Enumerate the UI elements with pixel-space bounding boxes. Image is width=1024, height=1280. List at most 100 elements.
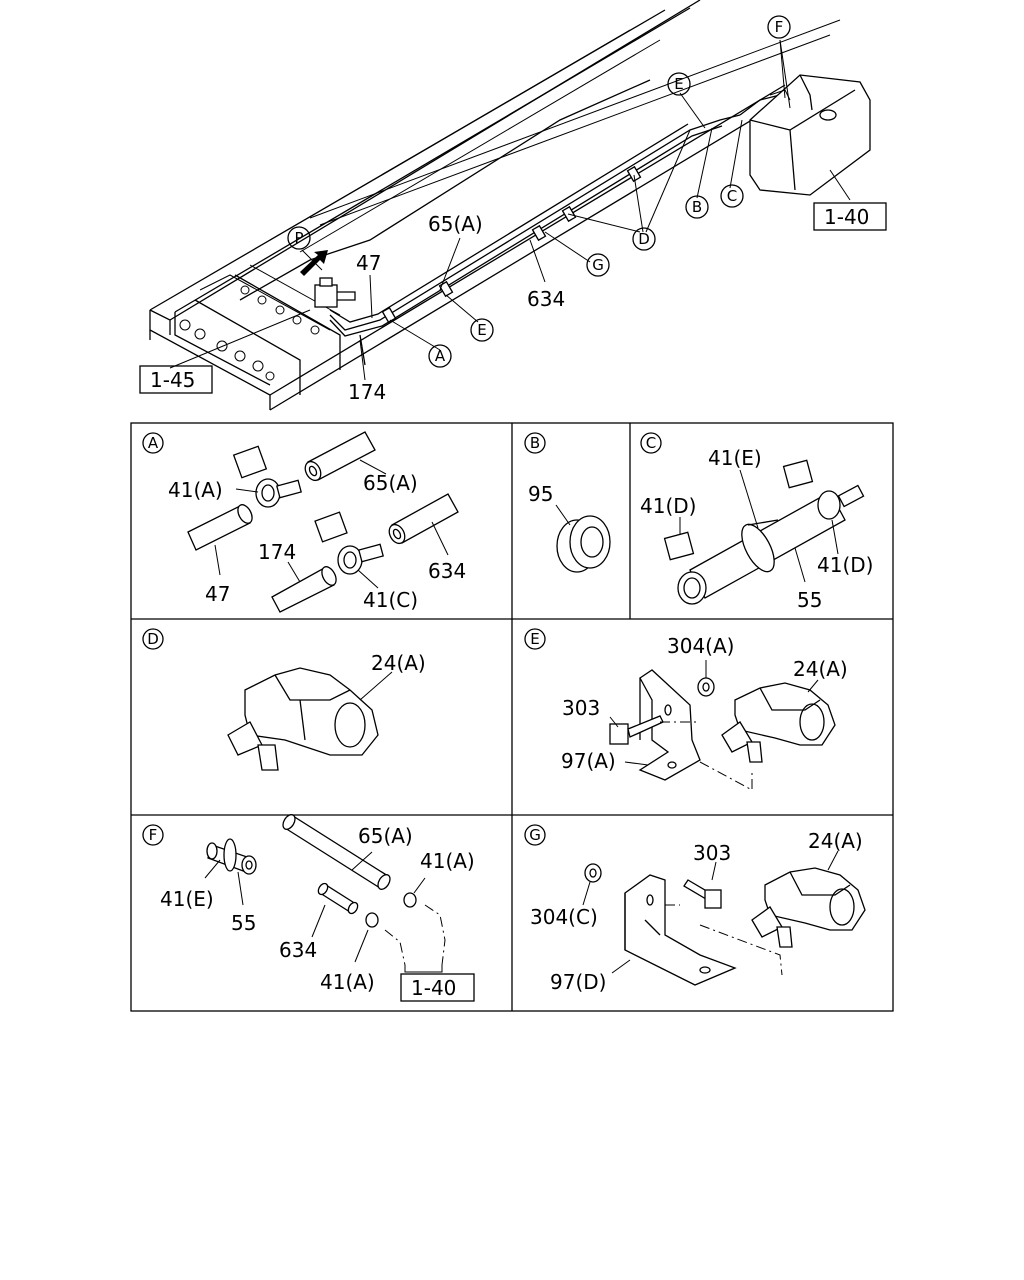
nut-304a xyxy=(697,677,715,697)
hose-634 xyxy=(388,493,459,545)
label-55: 55 xyxy=(231,911,256,935)
pipe-55-with-clip xyxy=(206,838,257,875)
clip-24a xyxy=(751,867,866,948)
clamp-41d-left xyxy=(663,531,695,561)
label-304c: 304(C) xyxy=(530,905,598,929)
panel-c: C 41(E) 41(D) 41(D) 55 xyxy=(640,432,873,612)
svg-text:G: G xyxy=(592,256,604,274)
ref-box-canister: 1-40 xyxy=(813,202,887,231)
clamp-41a-bottom xyxy=(365,912,379,928)
panel-e: E 304(A) 24(A) 303 97(A xyxy=(524,628,848,791)
svg-text:1-40: 1-40 xyxy=(411,976,456,1000)
label-303: 303 xyxy=(693,841,731,865)
callout-e-top: E xyxy=(667,72,691,96)
label-97a: 97(A) xyxy=(561,749,616,773)
label-41c: 41(C) xyxy=(363,588,418,612)
panel-b: B 95 xyxy=(524,432,611,573)
svg-text:1-45: 1-45 xyxy=(150,368,195,392)
panel-g-marker: G xyxy=(529,826,541,844)
clip-24a xyxy=(227,667,379,771)
panel-a: A xyxy=(142,431,466,613)
label-41d-right: 41(D) xyxy=(817,553,873,577)
clamp-41a xyxy=(232,445,302,508)
view-arrow-icon xyxy=(300,250,328,276)
callout-p: P xyxy=(287,226,311,250)
clamp-41d-right xyxy=(782,459,841,520)
hose-65a xyxy=(304,431,376,482)
label-55: 55 xyxy=(797,588,822,612)
svg-text:A: A xyxy=(435,347,446,365)
callout-g: G xyxy=(586,253,610,277)
callout-c: C xyxy=(720,184,744,208)
panel-e-marker: E xyxy=(530,630,539,648)
svg-text:E: E xyxy=(477,321,486,339)
label-65a: 65(A) xyxy=(358,824,413,848)
callout-e-low: E xyxy=(470,318,494,342)
label-95: 95 xyxy=(528,482,553,506)
label-304a: 304(A) xyxy=(667,634,734,658)
svg-text:P: P xyxy=(294,229,303,247)
label-41e: 41(E) xyxy=(160,887,214,911)
ref-box-filter: 1-45 xyxy=(139,365,213,394)
label-97d: 97(D) xyxy=(550,970,606,994)
svg-text:1-40: 1-40 xyxy=(824,205,869,229)
callout-f: F xyxy=(767,15,791,39)
hose-65a xyxy=(282,814,391,890)
callout-b: B xyxy=(685,195,709,219)
clamp-41c xyxy=(314,511,384,575)
callout-a: A xyxy=(428,344,452,368)
svg-text:E: E xyxy=(674,75,683,93)
label-174: 174 xyxy=(348,380,386,404)
bolt-303 xyxy=(683,879,722,909)
panel-b-marker: B xyxy=(530,434,540,452)
label-41e: 41(E) xyxy=(708,446,762,470)
label-65a: 65(A) xyxy=(428,212,483,236)
overview-leaders xyxy=(169,39,851,381)
hose-47 xyxy=(187,504,253,551)
label-634: 634 xyxy=(279,938,317,962)
callout-d: D xyxy=(632,227,656,251)
svg-text:C: C xyxy=(727,187,737,205)
bolt-303 xyxy=(609,715,664,745)
panel-d-marker: D xyxy=(147,630,159,648)
label-41a-bottom: 41(A) xyxy=(320,970,375,994)
detail-grid xyxy=(130,422,894,1012)
panel-f: F 41(E) xyxy=(142,814,475,1002)
label-41d-left: 41(D) xyxy=(640,494,696,518)
label-303: 303 xyxy=(562,696,600,720)
svg-text:D: D xyxy=(638,230,650,248)
bracket-97d xyxy=(624,874,737,986)
overview-diagram: P A E G D B C E xyxy=(139,0,887,411)
panel-d: D 24(A) xyxy=(142,628,426,771)
hose-174 xyxy=(271,566,337,613)
label-174: 174 xyxy=(258,540,296,564)
ref-box-1-40: 1-40 xyxy=(400,973,475,1002)
clip-41e xyxy=(741,519,779,573)
hose-634 xyxy=(317,882,359,915)
label-634: 634 xyxy=(527,287,565,311)
pipe-clips xyxy=(381,165,642,324)
label-41a: 41(A) xyxy=(168,478,223,502)
label-634: 634 xyxy=(428,559,466,583)
label-41a-top: 41(A) xyxy=(420,849,475,873)
chassis-frame xyxy=(149,0,841,411)
label-47: 47 xyxy=(205,582,230,606)
nut-304c xyxy=(584,863,602,883)
panel-g: G 303 24(A) 304(C) xyxy=(524,824,866,994)
canister xyxy=(749,74,871,196)
label-24a: 24(A) xyxy=(808,829,863,853)
label-65a: 65(A) xyxy=(363,471,418,495)
grommet-95 xyxy=(556,515,611,573)
fuel-filter xyxy=(314,277,356,308)
label-24a: 24(A) xyxy=(793,657,848,681)
clamp-41a-top xyxy=(403,892,417,908)
label-24a: 24(A) xyxy=(371,651,426,675)
panel-a-marker: A xyxy=(148,434,159,452)
label-47: 47 xyxy=(356,251,381,275)
panel-c-marker: C xyxy=(646,434,656,452)
svg-text:F: F xyxy=(775,18,784,36)
svg-text:B: B xyxy=(692,198,702,216)
clip-24a xyxy=(721,682,836,763)
panel-f-marker: F xyxy=(149,826,158,844)
